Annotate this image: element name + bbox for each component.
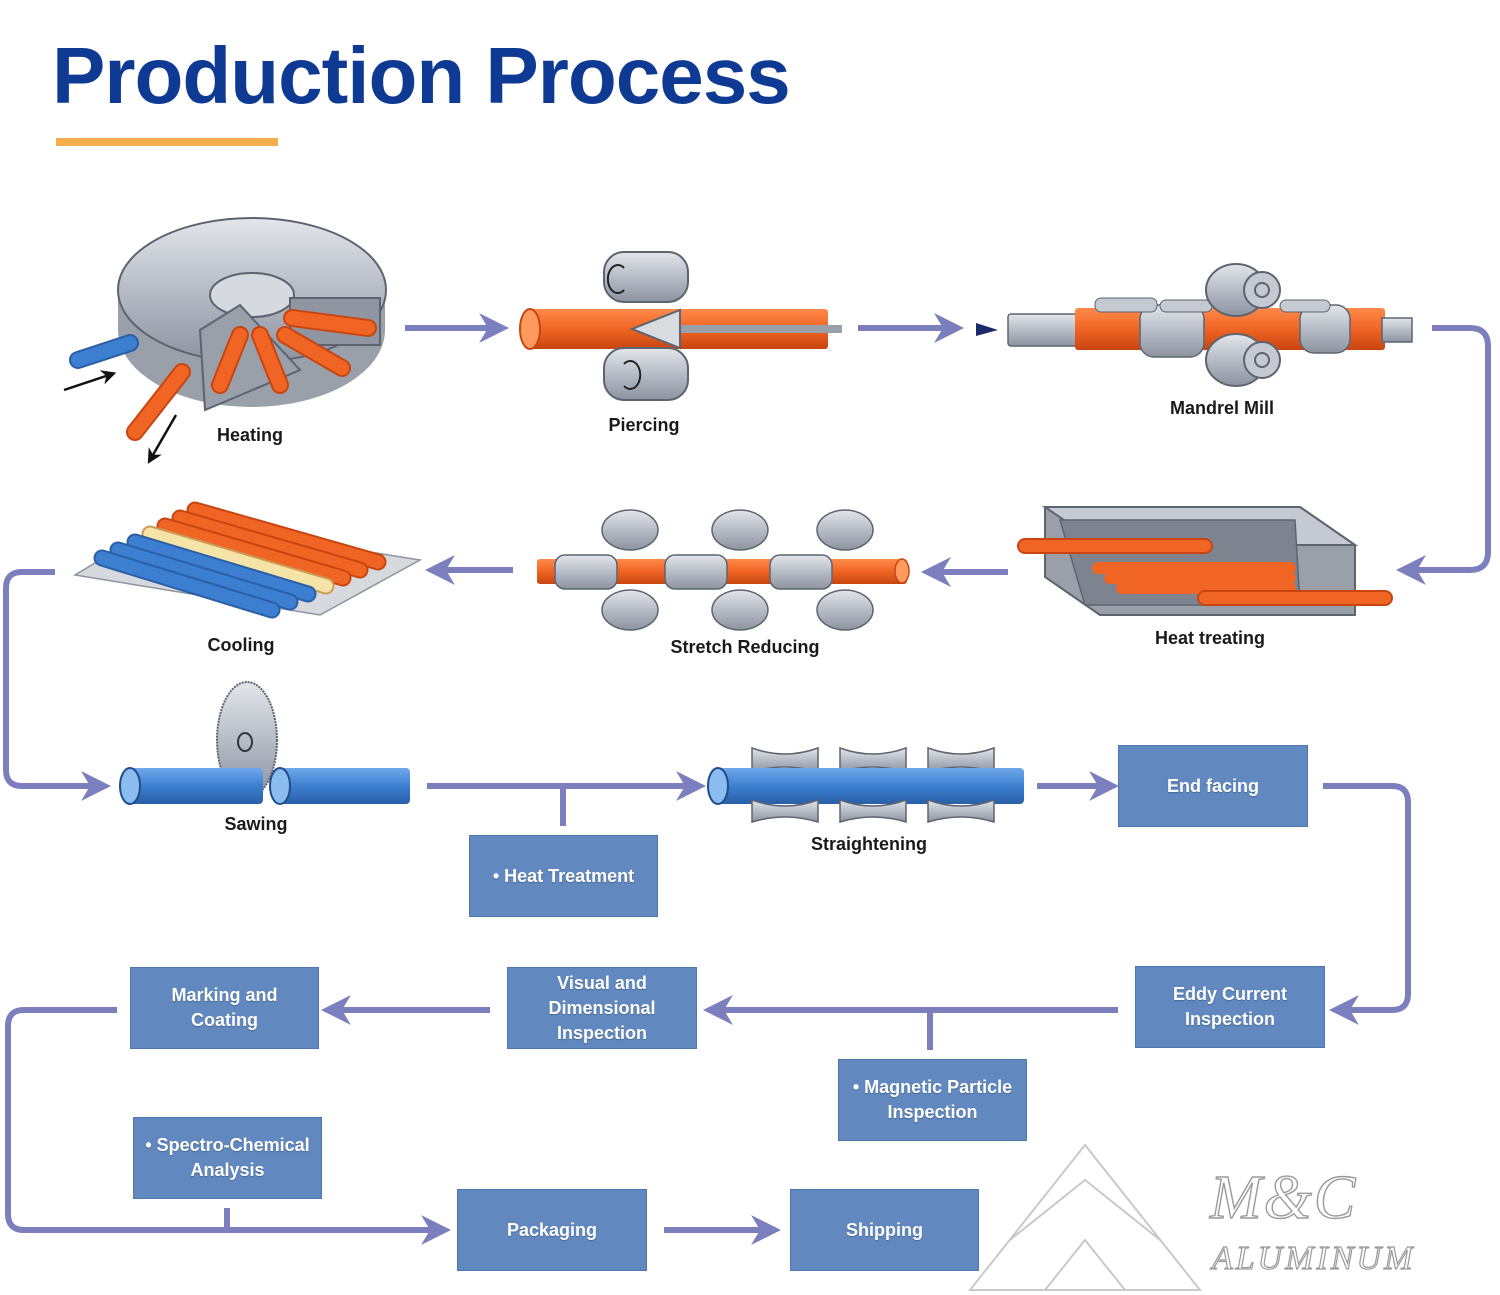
piercing-illustration: [519, 251, 842, 401]
box-visual-dimensional-inspection: Visual and Dimensional Inspection: [507, 967, 697, 1049]
arrow-cooling-to-sawing: [3, 569, 111, 801]
box-eddy-current-inspection: Eddy Current Inspection: [1135, 966, 1325, 1048]
straightening-illustration: [707, 746, 1024, 824]
stage-label-stretch-reducing: Stretch Reducing: [670, 637, 819, 657]
box-visual-dimensional-label: Visual and Dimensional Inspection: [548, 972, 656, 1043]
box-magnetic-particle-inspection: • Magnetic Particle Inspection: [838, 1059, 1027, 1141]
title-underline: [56, 138, 278, 146]
heat-treating-illustration: [1017, 506, 1393, 616]
arrow-mandrel-to-heat-treating: [1396, 325, 1491, 585]
box-magnetic-particle-label: • Magnetic Particle Inspection: [852, 1077, 1013, 1122]
logo-text-aluminum: ALUMINUM: [1211, 1239, 1416, 1277]
box-packaging: Packaging: [457, 1189, 647, 1271]
box-shipping-label: Shipping: [846, 1219, 923, 1240]
box-eddy-current-label: Eddy Current Inspection: [1172, 984, 1287, 1029]
box-spectro-chemical-analysis: • Spectro-Chemical Analysis: [133, 1117, 322, 1199]
arrow-end-facing-to-eddy: [1323, 783, 1411, 1025]
logo-text-mc: M&C: [1209, 1163, 1358, 1232]
box-end-facing-label: End facing: [1166, 775, 1259, 796]
stretch-reducing-illustration: [537, 509, 910, 631]
box-spectro-chemical-label: • Spectro-Chemical Analysis: [145, 1135, 310, 1180]
stage-label-straightening: Straightening: [811, 834, 927, 854]
box-end-facing: End facing: [1118, 745, 1308, 827]
arrow-marking-to-packaging: [5, 1007, 451, 1245]
stage-label-sawing: Sawing: [224, 814, 287, 834]
box-packaging-label: Packaging: [506, 1219, 598, 1240]
box-marking-coating-label: Marking and Coating: [171, 985, 278, 1030]
mandrel-mill-illustration: [976, 263, 1413, 387]
stage-label-piercing: Piercing: [608, 415, 679, 435]
stage-label-heat-treating: Heat treating: [1155, 628, 1265, 648]
sawing-illustration: [119, 681, 410, 805]
stage-label-heating: Heating: [217, 425, 283, 445]
box-heat-treatment: • Heat Treatment: [469, 835, 658, 917]
page-title: Production Process: [52, 31, 791, 120]
flow-arrows: [3, 313, 1491, 1245]
box-marking-coating: Marking and Coating: [130, 967, 319, 1049]
box-shipping: Shipping: [790, 1189, 979, 1271]
mc-aluminum-logo-mark: [967, 1143, 1203, 1291]
stage-label-mandrel-mill: Mandrel Mill: [1170, 398, 1274, 418]
box-heat-treatment-label: • Heat Treatment: [492, 865, 635, 886]
cooling-bed-illustration: [72, 501, 423, 619]
stage-label-cooling: Cooling: [208, 635, 275, 655]
heating-furnace-illustration: [63, 217, 387, 464]
